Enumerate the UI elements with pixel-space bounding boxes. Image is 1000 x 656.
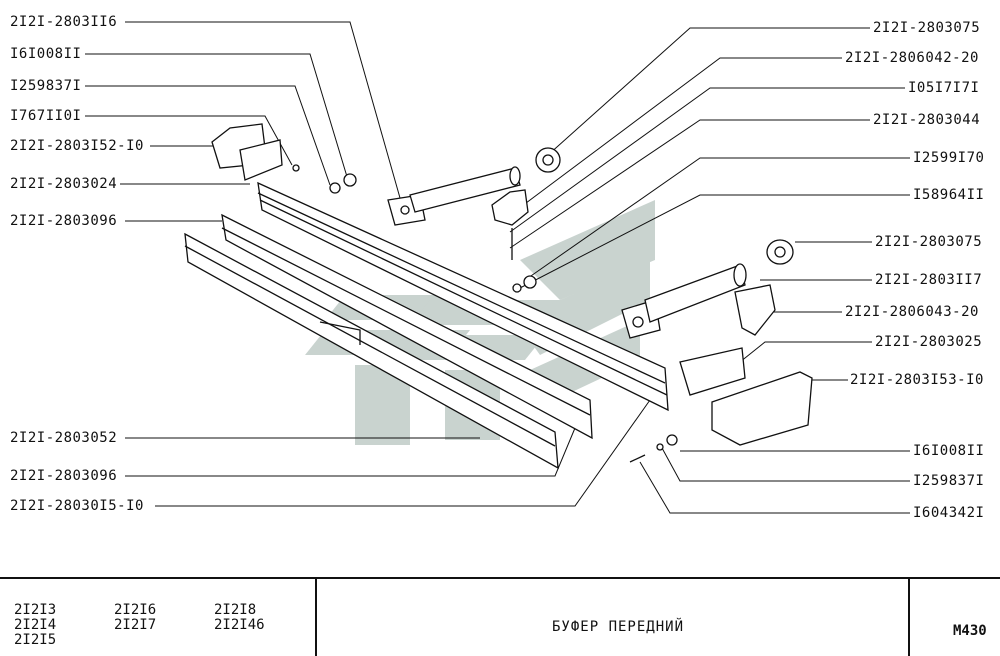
right-bracket: [679, 284, 776, 396]
part-label: I05I7I7I: [908, 80, 980, 96]
part-label: 2I2I-2803I53-I0: [850, 372, 984, 388]
bumper-exploded-view: [85, 21, 910, 514]
bumper-beam-upper: [257, 181, 669, 412]
part-label: 2I2I-2803052: [10, 430, 118, 446]
right-mount-tube: [621, 239, 794, 339]
model-code: 2I2I8: [214, 602, 257, 618]
model-code: 2I2I6: [114, 602, 157, 618]
model-list-col1: 2I2I3 2I2I4 2I2I5: [14, 603, 56, 648]
divider: [908, 579, 910, 656]
part-label: I604342I: [913, 505, 985, 521]
part-label: 2I2I-2803096: [10, 468, 118, 484]
part-label: I767II0I: [10, 108, 82, 124]
model-code: 2I2I5: [14, 632, 57, 648]
part-label: I6I008II: [913, 443, 985, 459]
part-label: 2I2I-2806042-20: [845, 50, 979, 66]
part-label: I259837I: [913, 473, 985, 489]
left-bracket: [491, 147, 561, 293]
part-label: 2I2I-2803075: [873, 20, 981, 36]
part-label: I259837I: [10, 78, 82, 94]
part-label: 2I2I-2803096: [10, 213, 118, 229]
part-label: 2I2I-2803075: [875, 234, 983, 250]
part-label: 2I2I-2803II6: [10, 14, 118, 30]
part-label: 2I2I-2806043-20: [845, 304, 979, 320]
part-label: I58964II: [913, 187, 985, 203]
right-end-cap: [629, 371, 813, 463]
part-label: 2I2I-2803025: [875, 334, 983, 350]
leader-lines: [85, 21, 910, 514]
part-label: 2I2I-2803II7: [875, 272, 983, 288]
model-code: 2I2I4: [14, 617, 57, 633]
part-label: 2I2I-28030I5-I0: [10, 498, 144, 514]
bumper-reinforcement: [221, 213, 593, 440]
part-label: 2I2I-2803024: [10, 176, 118, 192]
parts-diagram: 2I2I-2803II6 I6I008II I259837I I767II0I …: [10, 14, 985, 521]
model-list-col3: 2I2I8 2I2I46: [214, 603, 265, 633]
left-mount-tube: [329, 166, 521, 226]
title-block: 2I2I3 2I2I4 2I2I5 2I2I6 2I2I7 2I2I8 2I2I…: [0, 577, 1000, 656]
model-code: 2I2I3: [14, 602, 57, 618]
model-list-col2: 2I2I6 2I2I7: [114, 603, 156, 633]
part-label: I6I008II: [10, 46, 82, 62]
left-end-cap: [211, 123, 300, 181]
model-code: 2I2I46: [214, 617, 265, 633]
part-label: 2I2I-2803I52-I0: [10, 138, 144, 154]
model-code: 2I2I7: [114, 617, 157, 633]
page-code: M430: [953, 623, 987, 639]
divider: [315, 579, 317, 656]
part-label: I2599I70: [913, 150, 985, 166]
bumper-lower-strip: [184, 232, 559, 470]
part-label: 2I2I-2803044: [873, 112, 981, 128]
assembly-title: БУФЕР ПЕРЕДНИЙ: [552, 619, 685, 635]
